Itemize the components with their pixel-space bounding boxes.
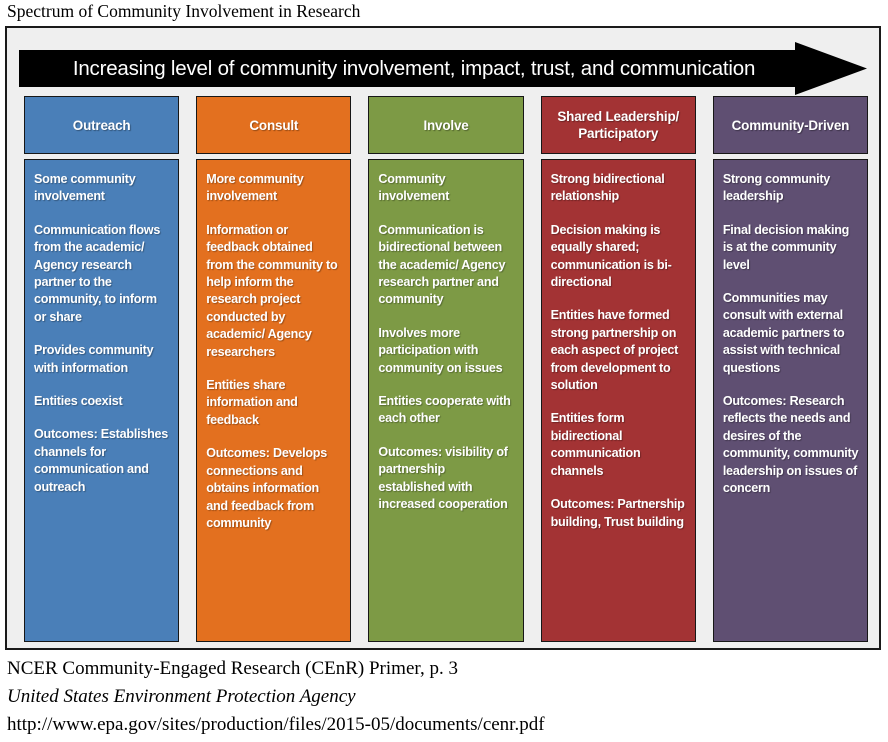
footer-source: NCER Community-Engaged Research (CEnR) P… [7,658,458,679]
column-involve: Involve Community involvement Communicat… [362,96,529,642]
column-paragraph: Outcomes: Establishes channels for commu… [34,427,169,494]
column-header-shared-leadership[interactable]: Shared Leadership/ Participatory [540,96,696,154]
column-body-consult: More community involvement Information o… [196,159,352,642]
column-paragraph: Outcomes: Develops connections and obtai… [206,446,327,530]
column-paragraph: Communities may consult with external ac… [722,291,845,375]
increasing-involvement-arrow: Increasing level of community involvemen… [19,42,867,95]
column-paragraph: Final decision making is at the communit… [722,222,850,272]
column-paragraph: Involves more participation with communi… [378,325,503,375]
column-outreach: Outreach Some community involvement Comm… [18,96,185,642]
column-paragraph: Community involvement [378,172,450,204]
column-body-shared-leadership: Strong bidirectional relationship Decisi… [540,159,696,642]
column-paragraph: Provides community with information [34,343,154,375]
column-paragraph: More community involvement [206,172,304,204]
column-body-community-driven: Strong community leadership Final decisi… [712,159,869,642]
column-paragraph: Entities share information and feedback [206,378,298,427]
column-header-outreach[interactable]: Outreach [24,96,180,154]
column-paragraph: Outcomes: Research reflects the needs an… [722,394,859,496]
figure-footer: NCER Community-Engaged Research (CEnR) P… [7,655,877,739]
column-paragraph: Information or feedback obtained from th… [206,222,338,359]
column-paragraph: Entities have formed strong partnership … [550,308,679,393]
diagram-frame: Increasing level of community involvemen… [5,26,881,650]
column-paragraph: Entities cooperate with each other [378,394,511,426]
column-paragraph: Entities form bidirectional communicatio… [550,411,641,478]
column-paragraph: Entities coexist [34,394,123,409]
footer-agency: United States Environment Protection Age… [7,686,356,707]
page-title: Spectrum of Community Involvement in Res… [7,1,361,21]
column-header-involve[interactable]: Involve [368,96,524,154]
right-arrow-icon [19,42,867,95]
column-header-consult[interactable]: Consult [196,96,352,154]
column-paragraph: Outcomes: visibility of partnership esta… [378,444,508,512]
column-consult: Consult More community involvement Infor… [190,96,357,642]
column-community-driven: Community-Driven Strong community leader… [707,96,874,642]
column-paragraph: Strong bidirectional relationship [550,172,665,204]
column-paragraph: Communication is bidirectional between t… [378,222,506,307]
column-paragraph: Outcomes: Partnership building, Trust bu… [550,497,685,529]
column-body-outreach: Some community involvement Communication… [24,159,180,642]
footer-url[interactable]: http://www.epa.gov/sites/production/file… [7,714,545,735]
column-paragraph: Communication flows from the academic/ A… [34,222,161,324]
column-header-community-driven[interactable]: Community-Driven [712,96,869,154]
column-paragraph: Strong community leadership [722,172,831,204]
column-body-involve: Community involvement Communication is b… [368,159,524,642]
column-shared-leadership: Shared Leadership/ Participatory Strong … [535,96,702,642]
column-paragraph: Some community involvement [34,172,136,204]
column-paragraph: Decision making is equally shared; commu… [550,222,672,290]
spectrum-columns: Outreach Some community involvement Comm… [18,96,874,642]
